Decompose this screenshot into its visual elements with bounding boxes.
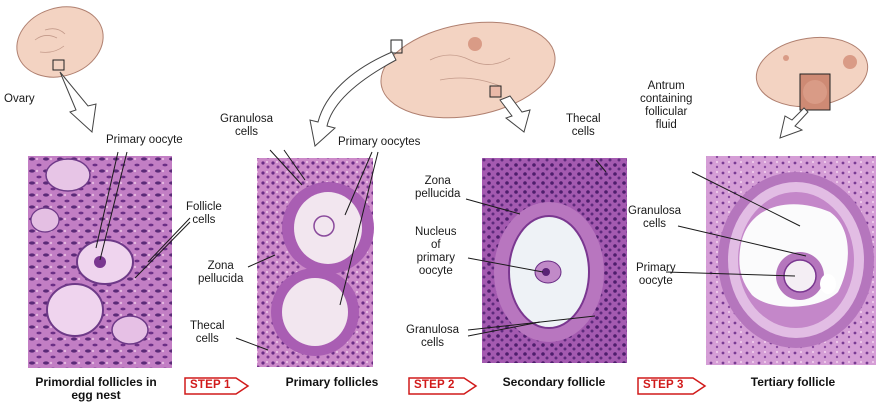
step-3-label: STEP 3 <box>643 379 684 391</box>
caption-tertiary: Tertiary follicle <box>728 376 858 389</box>
label-primary-oocytes: Primary oocytes <box>338 136 420 149</box>
caption-secondary: Secondary follicle <box>484 376 624 389</box>
step-1-label: STEP 1 <box>190 379 231 391</box>
label-granulosa-cells-3: Granulosa cells <box>628 205 681 231</box>
tissue-panel-tertiary <box>706 156 876 365</box>
step-2-label: STEP 2 <box>414 379 455 391</box>
label-follicle-cells: Follicle cells <box>186 201 222 227</box>
ovary-illustration-3 <box>752 31 872 138</box>
ovary-illustration-2 <box>310 9 563 146</box>
label-thecal-cells-2: Thecal cells <box>566 113 601 139</box>
label-primary-oocyte: Primary oocyte <box>106 134 183 147</box>
label-nucleus-primary-oocyte: Nucleus of primary oocyte <box>415 226 457 278</box>
label-zona-pellucida-2: Zona pellucida <box>415 175 460 201</box>
label-ovary: Ovary <box>4 93 35 106</box>
step-1-arrow: STEP 1 <box>184 377 250 395</box>
step-2-arrow: STEP 2 <box>408 377 478 395</box>
label-thecal-cells-1: Thecal cells <box>190 320 225 346</box>
label-granulosa-cells-1: Granulosa cells <box>220 113 273 139</box>
caption-primary: Primary follicles <box>268 376 396 389</box>
label-primary-oocyte-2: Primary oocyte <box>636 262 676 288</box>
label-zona-pellucida-1: Zona pellucida <box>198 260 243 286</box>
tissue-panel-secondary <box>482 158 627 363</box>
caption-primordial: Primordial follicles in egg nest <box>6 376 186 402</box>
step-3-arrow: STEP 3 <box>637 377 707 395</box>
label-antrum: Antrum containing follicular fluid <box>640 80 692 132</box>
label-granulosa-cells-2: Granulosa cells <box>406 324 459 350</box>
ovary-illustration-1 <box>8 0 113 132</box>
